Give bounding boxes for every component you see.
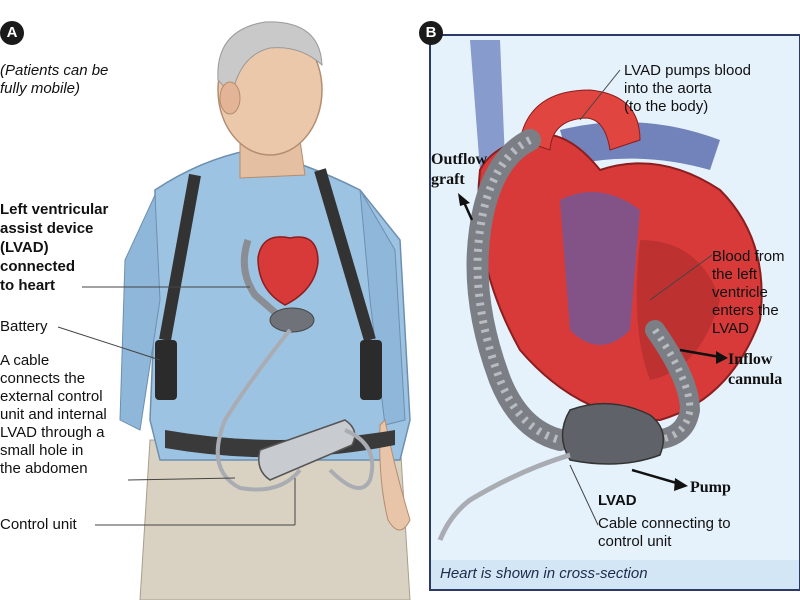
blood-from-ventricle-label: Blood from the left ventricle enters the… xyxy=(712,248,785,337)
battery-label: Battery xyxy=(0,318,48,335)
panel-a-badge: A xyxy=(0,21,24,45)
lvad-pump-chest xyxy=(269,307,315,333)
lvad-label-b: LVAD xyxy=(598,492,637,509)
lvad-pump xyxy=(561,402,665,465)
cross-section-caption: Heart is shown in cross-section xyxy=(440,565,648,582)
battery-right xyxy=(360,340,382,400)
lvad-pumps-blood-label: LVAD pumps blood into the aorta (to the … xyxy=(624,62,752,115)
battery-left xyxy=(155,340,177,400)
control-unit-device xyxy=(258,419,356,481)
patient-illustration xyxy=(57,21,411,600)
panel-b-badge: B xyxy=(419,21,443,45)
inflow-cannula-label: Inflow cannula xyxy=(728,351,783,388)
outflow-graft-label: Outflow graft xyxy=(431,151,487,188)
heart-chest xyxy=(257,236,319,306)
cable-label: A cable connects the external control un… xyxy=(0,352,107,477)
control-unit-label: Control unit xyxy=(0,516,77,533)
mobility-note: (Patients can be fully mobile) xyxy=(0,62,109,97)
pump-label: Pump xyxy=(690,479,731,496)
cable-connecting-label: Cable connecting to control unit xyxy=(598,515,731,550)
lvad-label: Left ventricular assist device (LVAD) co… xyxy=(0,201,109,294)
